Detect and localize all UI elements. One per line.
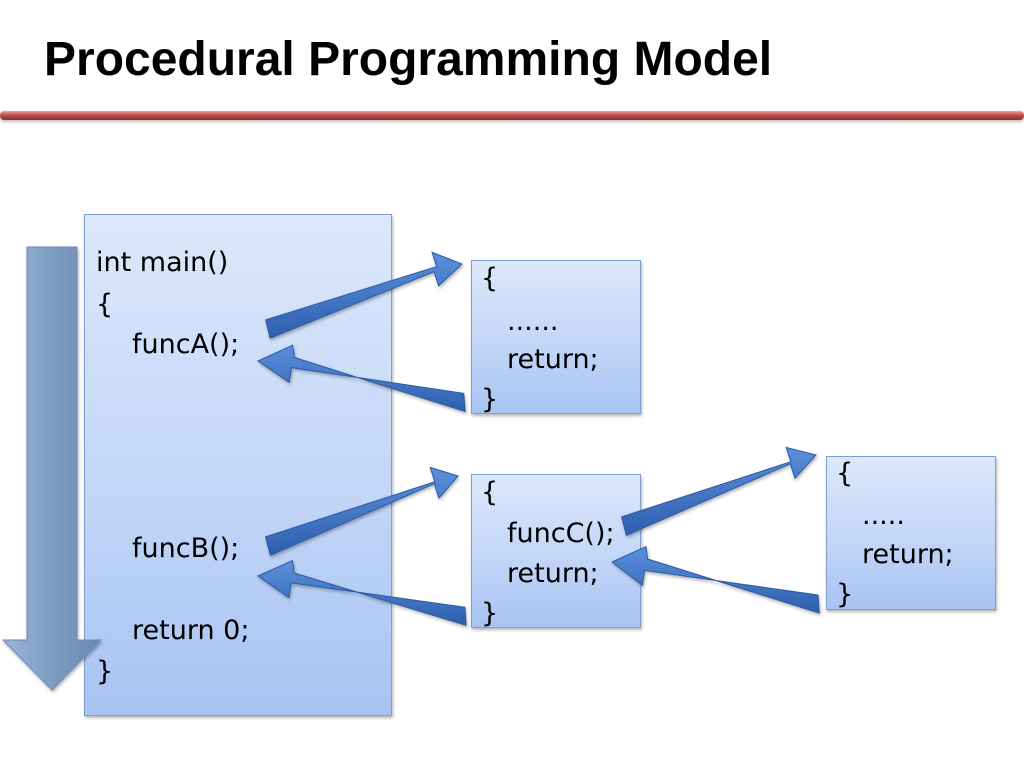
- return-arrow-from-funcC: [611, 545, 820, 614]
- funcB-close-brace: }: [481, 598, 499, 629]
- return-arrow-from-funcA: [256, 344, 466, 413]
- call-arrow-to-funcA: [265, 251, 463, 339]
- main-open-brace: {: [96, 289, 114, 320]
- main-close-brace: }: [96, 656, 114, 687]
- page-title: Procedural Programming Model: [44, 33, 773, 86]
- funcA-call: funcA();: [132, 329, 240, 360]
- funcC-call: funcC();: [507, 518, 615, 549]
- funcB-open-brace: {: [481, 477, 499, 508]
- main-return: return 0;: [132, 615, 250, 646]
- funcC-return: return;: [862, 539, 954, 570]
- funcC-body: .....: [862, 500, 905, 531]
- funcB-call: funcB();: [132, 533, 240, 564]
- funcA-box: { ...... return; }: [471, 260, 641, 415]
- call-arrow-to-funcC: [620, 446, 817, 536]
- funcB-return: return;: [507, 558, 599, 589]
- funcB-box: { funcC(); return; }: [471, 474, 641, 629]
- main-signature: int main(): [96, 247, 229, 278]
- call-arrow-to-funcB: [264, 466, 459, 556]
- title-divider: [0, 111, 1024, 120]
- funcC-open-brace: {: [836, 458, 854, 489]
- return-arrow-from-funcB: [256, 559, 467, 626]
- funcA-open-brace: {: [481, 263, 499, 294]
- execution-flow-arrow: [1, 246, 103, 691]
- funcA-close-brace: }: [481, 384, 499, 415]
- funcC-box: { ..... return; }: [826, 456, 996, 610]
- funcC-close-brace: }: [836, 579, 854, 610]
- funcA-body: ......: [507, 306, 559, 337]
- funcA-return: return;: [507, 344, 599, 375]
